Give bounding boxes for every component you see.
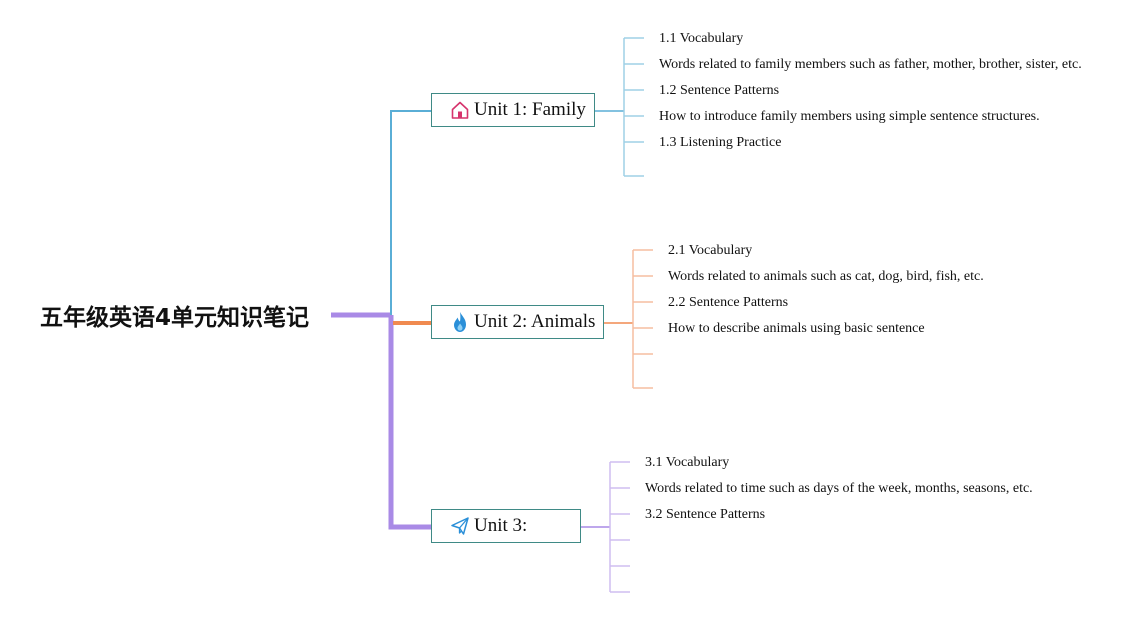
leaf-item[interactable]: 2.2 Sentence Patterns <box>668 295 789 310</box>
leaf-item[interactable]: 1.1 Vocabulary <box>659 31 744 46</box>
leaf-item[interactable]: 2.1 Vocabulary <box>668 243 753 258</box>
leaf-item[interactable]: 3.2 Sentence Patterns <box>645 507 766 522</box>
unit-node-animals[interactable]: Unit 2: Animals <box>431 305 604 339</box>
paper-plane-icon <box>450 515 470 537</box>
unit-label: Unit 1: Family <box>474 99 586 120</box>
leaf-item[interactable]: Words related to family members such as … <box>659 57 1082 72</box>
unit-node-family[interactable]: Unit 1: Family <box>431 93 595 127</box>
leaf-item[interactable]: How to introduce family members using si… <box>659 109 1040 124</box>
leaf-item[interactable]: Words related to time such as days of th… <box>645 481 1033 496</box>
unit-label: Unit 2: Animals <box>474 311 596 332</box>
leaf-item[interactable]: 1.3 Listening Practice <box>659 135 782 150</box>
fire-icon <box>450 311 470 333</box>
leaf-item[interactable]: Words related to animals such as cat, do… <box>668 269 984 284</box>
unit1-connector <box>390 110 431 315</box>
root-topic[interactable]: 五年级英语4单元知识笔记 <box>40 305 310 331</box>
unit3-connector <box>388 315 431 530</box>
unit-label: Unit 3: <box>474 515 528 536</box>
leaf-item[interactable]: How to describe animals using basic sent… <box>668 321 925 336</box>
leaf-item[interactable]: 1.2 Sentence Patterns <box>659 83 780 98</box>
home-icon <box>450 99 470 121</box>
unit-node-unit3[interactable]: Unit 3: <box>431 509 581 543</box>
leaf-item[interactable]: 3.1 Vocabulary <box>645 455 730 470</box>
